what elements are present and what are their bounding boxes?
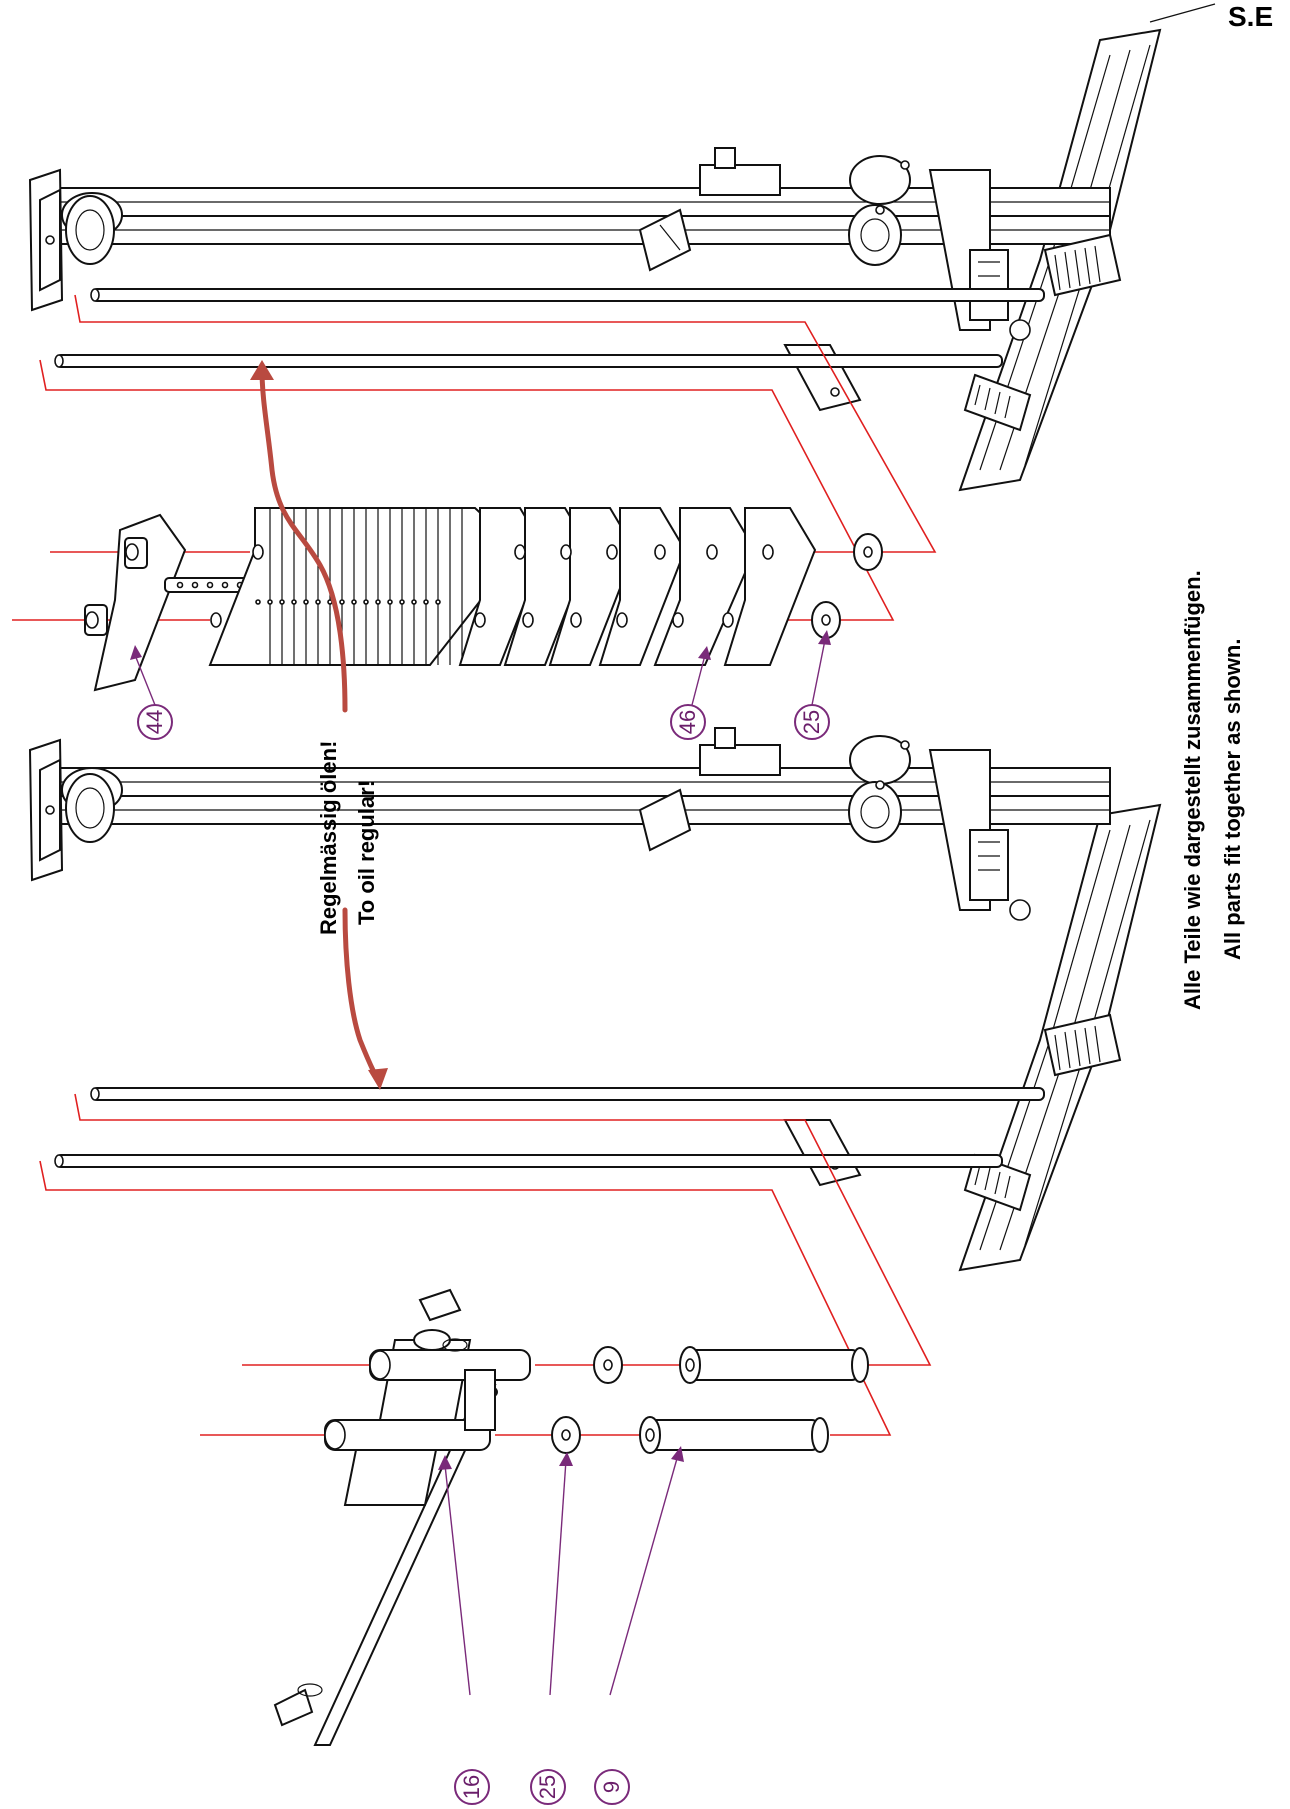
lower-frame-assembly (28, 727, 1162, 1272)
corner-code: S.E (1228, 1, 1273, 32)
callout-9: 9 (594, 1769, 630, 1805)
washers-25 (551, 1346, 623, 1454)
stack-pin-holes (255, 599, 441, 605)
oil-note-en: To oil regular! (354, 780, 379, 925)
callout-25-upper: 25 (794, 704, 830, 740)
svg-text:9: 9 (599, 1781, 624, 1793)
svg-text:16: 16 (459, 1775, 484, 1799)
svg-text:25: 25 (535, 1775, 560, 1799)
svg-text:46: 46 (675, 710, 700, 734)
callout-44: 44 (137, 704, 173, 740)
rollers-9 (639, 1346, 869, 1454)
corner-rule (1149, 3, 1216, 23)
weight-stack (84, 507, 883, 692)
assembly-note-de: Alle Teile wie dargestellt zusammenfügen… (1180, 570, 1205, 1010)
upper-frame-assembly (28, 28, 1162, 492)
oil-note-de: Regelmässig ölen! (316, 741, 341, 935)
lower-guide-lines (39, 1093, 932, 1436)
callout-46: 46 (670, 704, 706, 740)
svg-text:44: 44 (142, 710, 167, 734)
oil-arrows (250, 360, 388, 1090)
svg-text:25: 25 (799, 710, 824, 734)
callout-16: 16 (454, 1769, 490, 1805)
handle-bar-assembly (273, 1288, 531, 1746)
leader-lines (130, 630, 831, 1696)
assembly-note-en: All parts fit together as shown. (1220, 639, 1245, 960)
callout-25-lower: 25 (530, 1769, 566, 1805)
